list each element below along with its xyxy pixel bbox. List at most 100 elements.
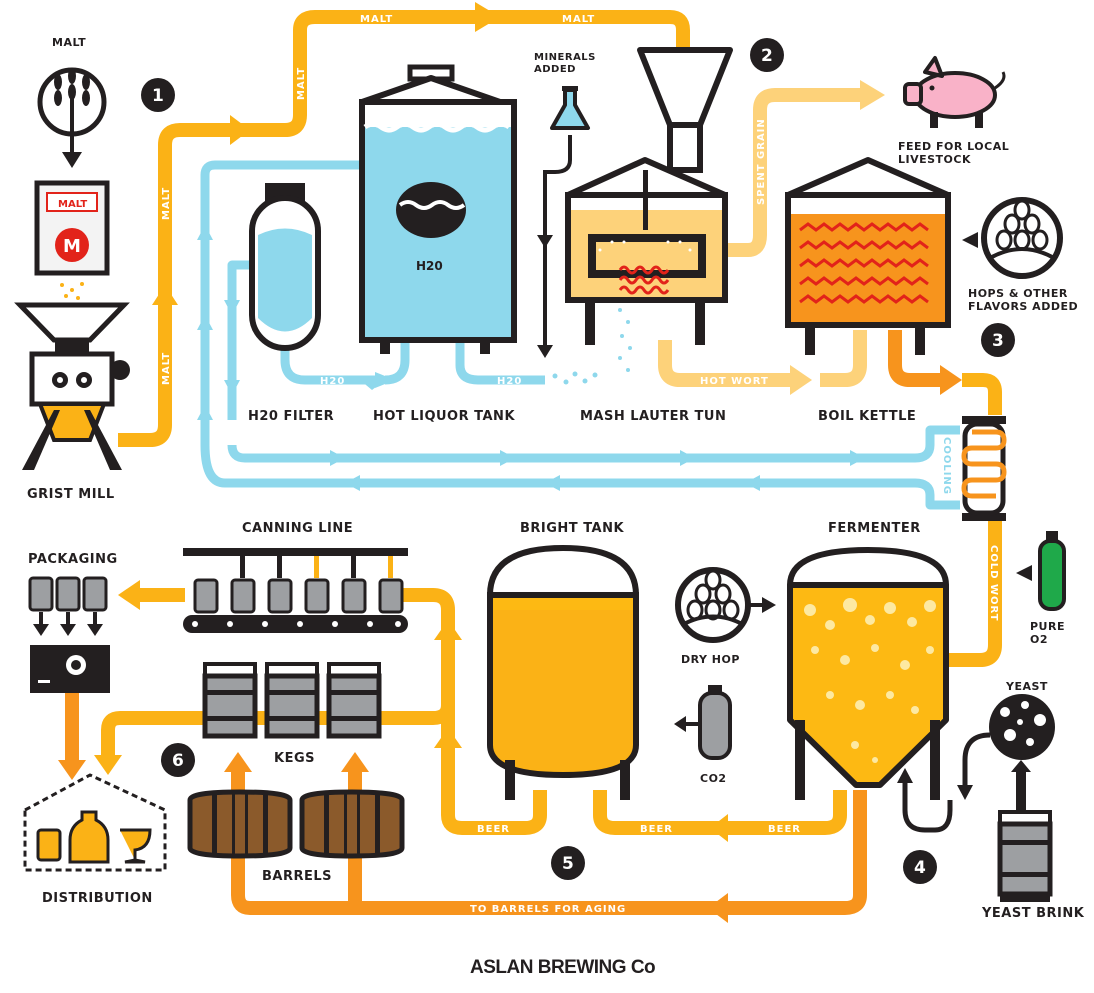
pig-icon — [903, 56, 1006, 128]
flow-label-h2o-1: H20 — [320, 376, 345, 387]
label-dry-hop: DRY HOP — [681, 653, 740, 666]
wort-chiller — [961, 416, 1007, 521]
can-row — [193, 556, 404, 614]
label-kegs: KEGS — [274, 751, 315, 766]
spent-grain-arrow — [860, 80, 885, 110]
barrel-2 — [299, 789, 405, 859]
label-yeast-brink: YEAST BRINK — [981, 906, 1085, 921]
kegs — [202, 662, 382, 739]
label-co2: CO2 — [700, 772, 727, 785]
flow-label-cooling: COOLING — [941, 437, 952, 495]
label-boil-kettle: BOIL KETTLE — [818, 409, 916, 424]
water-loop-pipes — [200, 160, 960, 510]
mash-lauter-tun — [565, 47, 733, 345]
label-barrels: BARRELS — [262, 869, 332, 884]
label-packaging: PACKAGING — [28, 552, 118, 567]
label-line: PURE — [1030, 620, 1065, 633]
label-line: FEED FOR LOCAL — [898, 140, 1009, 153]
label-distribution: DISTRIBUTION — [42, 891, 153, 906]
label-line: FLAVORS ADDED — [968, 300, 1078, 313]
flow-label-hot-wort: HOT WORT — [700, 376, 769, 387]
yeast-icon — [897, 694, 1055, 833]
distribution-icon — [23, 773, 167, 872]
packaging-icon — [28, 576, 110, 693]
water-droplets — [552, 308, 632, 385]
beer-arrows — [94, 580, 728, 842]
malt-down-arrow — [62, 152, 82, 168]
dry-hop-icon — [675, 567, 776, 643]
label-bright-tank: BRIGHT TANK — [520, 521, 624, 536]
step-number-1: 1 — [152, 86, 164, 106]
label-canning-line: CANNING LINE — [242, 521, 353, 536]
spent-grain-pipe — [725, 88, 860, 257]
flow-label-beer-1: BEER — [477, 824, 510, 835]
hops-flavor-icon — [962, 197, 1063, 279]
bright-tank — [486, 544, 640, 800]
flow-label-cold-wort: COLD WORT — [988, 545, 999, 622]
flow-label-beer-2: BEER — [640, 824, 673, 835]
flow-label-malt-2: MALT — [562, 14, 595, 25]
step-circle-3 — [981, 323, 1015, 357]
brand-logo-text: ASLAN BREWING Co — [470, 957, 655, 978]
hot-wort-pipe — [658, 330, 867, 387]
step-number-2: 2 — [761, 46, 773, 66]
step-number-4: 4 — [914, 858, 926, 878]
canning-line — [183, 548, 408, 633]
bag-text: MALT — [58, 199, 87, 210]
step-number-5: 5 — [562, 854, 574, 874]
label-hot-liquor-tank: HOT LIQUOR TANK — [373, 409, 515, 424]
flow-label-malt-1: MALT — [360, 14, 393, 25]
label-h2o-filter: H20 FILTER — [248, 409, 334, 424]
barrel-arrows — [58, 752, 728, 923]
h2o-filter — [249, 183, 321, 351]
label-fermenter: FERMENTER — [828, 521, 921, 536]
label-line: O2 — [1030, 633, 1048, 646]
label-yeast: YEAST — [1005, 680, 1048, 693]
barrel-1 — [187, 789, 293, 859]
hot-liquor-tank: H20 — [359, 64, 517, 354]
minerals-flask — [537, 86, 590, 358]
step-number-3: 3 — [992, 331, 1004, 351]
malt-pipes — [118, 10, 690, 447]
step-circle-4 — [903, 850, 937, 884]
wort-arrow — [940, 365, 962, 395]
label-line: MINERALS — [534, 52, 596, 63]
step-circle-1 — [141, 78, 175, 112]
keg-3 — [326, 662, 382, 739]
barrels — [187, 789, 405, 859]
flow-label-to-barrels: TO BARRELS FOR AGING — [470, 904, 626, 915]
flow-label-malt-3: MALT — [296, 67, 307, 100]
keg-1 — [202, 662, 258, 739]
wort-pipes — [888, 330, 945, 387]
keg-2 — [264, 662, 320, 739]
step-circle-5 — [551, 846, 585, 880]
flow-label-malt-5: MALT — [161, 352, 172, 385]
boil-kettle — [785, 157, 951, 355]
hlt-h2o-label: H20 — [416, 259, 443, 273]
label-malt: MALT — [52, 36, 86, 49]
label-mash-lauter-tun: MASH LAUTER TUN — [580, 409, 726, 424]
o2-tank — [1016, 531, 1066, 611]
label-line: ADDED — [534, 64, 576, 75]
malt-wheat-icon — [37, 67, 107, 137]
label-line: HOPS & OTHER — [968, 287, 1068, 300]
flow-label-malt-4: MALT — [161, 187, 172, 220]
hot-wort-arrow — [790, 365, 812, 395]
step-circle-2 — [750, 38, 784, 72]
malt-bag: MALT M — [34, 180, 110, 276]
water-arrows — [197, 225, 865, 491]
flow-label-beer-3: BEER — [768, 824, 801, 835]
yeast-brink-keg — [997, 760, 1053, 902]
label-line: LIVESTOCK — [898, 153, 971, 166]
label-grist-mill: GRIST MILL — [27, 487, 115, 502]
cold-wort-pipe — [945, 373, 1002, 667]
grain-stream — [60, 282, 84, 300]
flow-labels: MALT MALT MALT MALT MALT SPENT GRAIN H20… — [161, 14, 999, 915]
step-number-6: 6 — [172, 751, 184, 771]
